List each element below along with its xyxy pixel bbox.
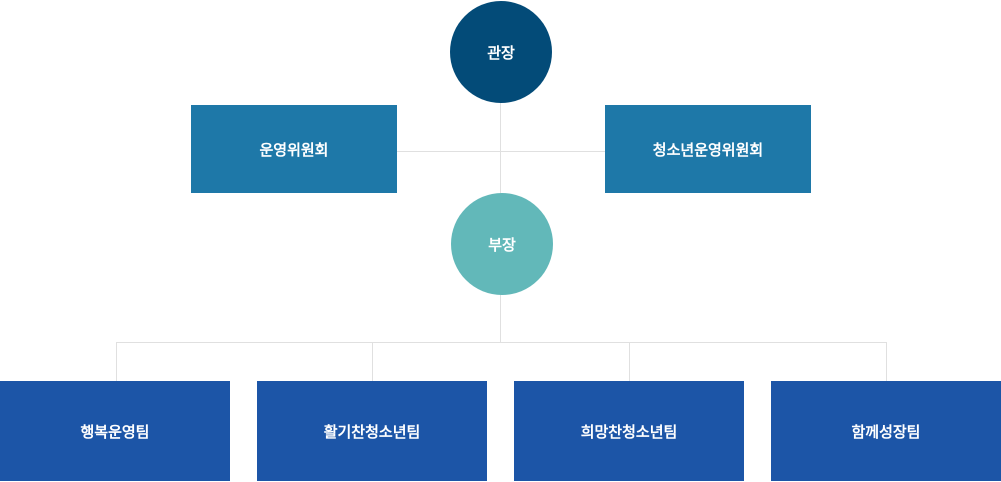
team-label: 함께성장팀 — [851, 422, 921, 441]
team-node: 함께성장팀 — [771, 381, 1001, 481]
team-node: 활기찬청소년팀 — [257, 381, 487, 481]
team-label: 행복운영팀 — [80, 422, 150, 441]
youth-committee-node: 청소년운영위원회 — [605, 105, 811, 193]
deputy-node: 부장 — [451, 193, 553, 295]
connector-teams-horizontal — [116, 342, 887, 343]
connector-committees — [397, 151, 605, 152]
team-node: 행복운영팀 — [0, 381, 230, 481]
connector-team-3 — [629, 342, 630, 381]
connector-team-4 — [886, 342, 887, 381]
connector-team-1 — [116, 342, 117, 381]
connector-deputy-teams — [500, 293, 501, 342]
director-node: 관장 — [450, 1, 552, 103]
committee-label: 청소년운영위원회 — [652, 140, 764, 159]
connector-director-deputy — [500, 100, 501, 195]
team-label: 희망찬청소년팀 — [580, 422, 678, 441]
team-label: 활기찬청소년팀 — [323, 422, 421, 441]
committee-label: 운영위원회 — [259, 140, 329, 159]
connector-team-2 — [372, 342, 373, 381]
team-node: 희망찬청소년팀 — [514, 381, 744, 481]
deputy-label: 부장 — [488, 235, 516, 254]
operating-committee-node: 운영위원회 — [191, 105, 397, 193]
director-label: 관장 — [487, 43, 515, 62]
